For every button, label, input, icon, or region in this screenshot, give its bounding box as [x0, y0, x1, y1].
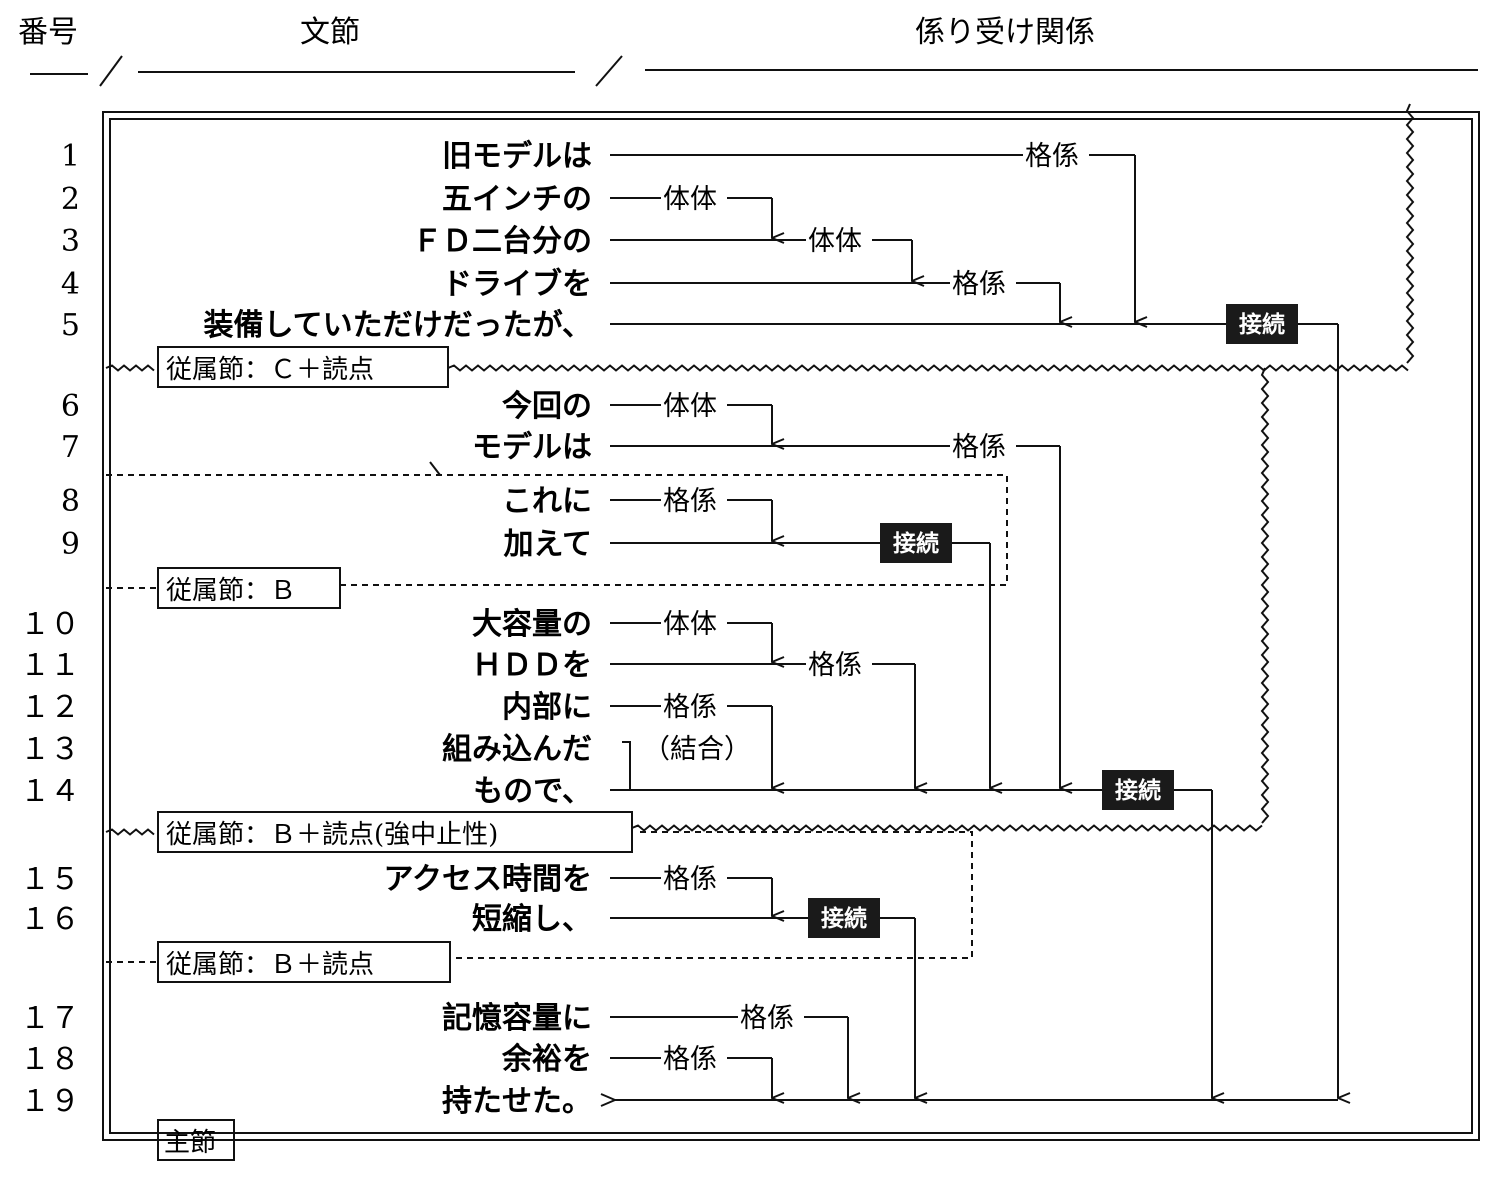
row-number: 7	[61, 430, 80, 465]
row-number: 5	[61, 308, 80, 343]
svg-text:格係: 格係	[663, 864, 717, 895]
row-number: １８	[20, 1042, 80, 1077]
clause-3-boundary	[105, 824, 1263, 836]
row-number: １４	[20, 774, 80, 809]
row-number: １７	[20, 1001, 80, 1036]
svg-text:（結合）: （結合）	[643, 734, 751, 765]
row-number: 8	[61, 484, 80, 519]
row-number: １０	[20, 607, 80, 642]
row-number: １６	[20, 902, 80, 937]
svg-text:格係: 格係	[808, 650, 862, 681]
bunsetsu-text: 今回の	[502, 389, 592, 424]
svg-text:格係: 格係	[1025, 141, 1079, 172]
svg-text:体体: 体体	[663, 184, 717, 215]
bunsetsu-text: ドライブを	[442, 267, 592, 302]
header-relation: 係り受け関係	[915, 15, 1095, 50]
svg-text:体体: 体体	[808, 226, 862, 257]
bunsetsu-text: 余裕を	[501, 1042, 592, 1077]
bunsetsu-text: 大容量の	[472, 607, 592, 642]
bunsetsu-text: 記憶容量に	[442, 1001, 592, 1036]
bunsetsu-text: 五インチの	[442, 182, 592, 217]
row-number: 6	[61, 389, 80, 424]
row-number: 9	[61, 527, 80, 562]
bunsetsu-text: 組み込んだ	[442, 732, 592, 767]
relation-label: 格係	[661, 861, 727, 895]
header-number: 番号	[18, 15, 78, 50]
bunsetsu-text: 旧モデルは	[442, 139, 592, 174]
clause-1-boundary-vertical	[1405, 103, 1415, 364]
row-number: １３	[20, 732, 80, 767]
bunsetsu-text: モデルは	[472, 430, 592, 465]
relation-label-ketsugo: （結合）	[643, 734, 751, 765]
relation-label: 体体	[661, 606, 727, 640]
svg-text:格係: 格係	[952, 432, 1006, 463]
row-number: 1	[61, 139, 80, 174]
svg-text:接続: 接続	[1115, 777, 1161, 804]
bunsetsu-text: 加えて	[504, 527, 593, 562]
bunsetsu-text: アクセス時間を	[384, 862, 593, 897]
relation-label: 格係	[1023, 138, 1089, 172]
clause-4-boundary	[106, 831, 973, 963]
svg-text:格係: 格係	[952, 269, 1006, 300]
bunsetsu-text: もので、	[473, 774, 592, 809]
row-number: １２	[20, 690, 80, 725]
svg-text:接続: 接続	[1239, 311, 1285, 338]
clause-label-3: 従属節：Ｂ＋読点(強中止性)	[157, 811, 633, 853]
relation-label: 体体	[806, 223, 872, 257]
outer-frame	[102, 111, 1480, 1141]
svg-text:体体: 体体	[663, 391, 717, 422]
row-number: １９	[20, 1084, 80, 1119]
relation-label: 体体	[661, 181, 727, 215]
svg-text:接続: 接続	[821, 905, 867, 932]
relation-label: 格係	[661, 1041, 727, 1075]
svg-text:格係: 格係	[663, 486, 717, 517]
bunsetsu-text: 内部に	[502, 690, 592, 725]
clause-label-2: 従属節：Ｂ	[157, 567, 341, 609]
clause-label-main: 主節	[157, 1119, 235, 1161]
clause-2-boundary	[106, 474, 1008, 589]
bunsetsu-text: ＨＤＤを	[472, 648, 592, 683]
bunsetsu-text: 装備していただけだったが、	[204, 308, 593, 343]
svg-text:従属節：Ｃ＋読点: 従属節：Ｃ＋読点	[166, 355, 374, 385]
row-number: １５	[20, 862, 80, 897]
relation-label: 格係	[950, 429, 1016, 463]
clause-boundaries	[105, 103, 1415, 963]
row-number: 4	[61, 267, 80, 302]
relation-label: 格係	[738, 1000, 804, 1034]
bunsetsu-text: これに	[502, 484, 592, 519]
svg-text:従属節：Ｂ: 従属節：Ｂ	[166, 576, 296, 606]
relation-label: 格係	[661, 689, 727, 723]
clause-label-1: 従属節：Ｃ＋読点	[157, 346, 449, 388]
svg-text:格係: 格係	[663, 1044, 717, 1075]
header-bunsetsu: 文節	[300, 15, 360, 50]
row-number: 3	[61, 224, 80, 259]
setsuzoku-block-9: 接続	[880, 523, 952, 563]
svg-text:従属節：Ｂ＋読点(強中止性): 従属節：Ｂ＋読点(強中止性)	[166, 820, 498, 850]
header-rule	[30, 55, 1478, 87]
svg-text:接続: 接続	[893, 530, 939, 557]
setsuzoku-block-16: 接続	[808, 898, 880, 938]
svg-text:格係: 格係	[740, 1003, 794, 1034]
relation-label: 格係	[661, 483, 727, 517]
bunsetsu-text: ＦＤ二台分の	[412, 224, 592, 259]
row-number: １１	[20, 648, 80, 683]
relation-label: 体体	[661, 388, 727, 422]
svg-text:体体: 体体	[663, 609, 717, 640]
clause-1-boundary	[105, 364, 1409, 372]
svg-text:従属節：Ｂ＋読点: 従属節：Ｂ＋読点	[166, 950, 374, 980]
svg-text:主節: 主節	[164, 1128, 216, 1158]
setsuzoku-block-5: 接続	[1226, 304, 1298, 344]
bunsetsu-text: 持たせた。	[442, 1084, 592, 1119]
bunsetsu-text: 短縮し、	[472, 902, 592, 937]
relation-label: 格係	[806, 647, 872, 681]
clause-3-boundary-vertical	[1260, 367, 1270, 824]
svg-text:格係: 格係	[663, 692, 717, 723]
row-number: 2	[61, 182, 80, 217]
clause-label-4: 従属節：Ｂ＋読点	[157, 941, 451, 983]
setsuzoku-block-14: 接続	[1102, 770, 1174, 810]
relation-label: 格係	[950, 266, 1016, 300]
